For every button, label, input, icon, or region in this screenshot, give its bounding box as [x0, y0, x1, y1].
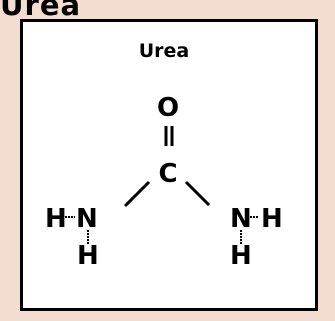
left-bottom-h-atom: H [77, 241, 99, 271]
left-c-n-bond [123, 180, 151, 208]
cut-off-heading-text: Urea [0, 0, 81, 20]
urea-structure-diagram: Urea O C H N H N H H [20, 19, 318, 311]
right-h-atom: H [261, 204, 283, 234]
right-c-n-bond [184, 180, 211, 207]
carbon-atom: C [158, 159, 177, 189]
right-nitrogen-atom: N [230, 204, 252, 234]
urea-structure-svg: Urea O C H N H N H H [45, 40, 283, 271]
cut-off-heading-label: Urea [0, 0, 82, 22]
left-h-atom: H [45, 204, 67, 234]
diagram-title: Urea [139, 40, 190, 62]
right-bottom-h-atom: H [230, 241, 252, 271]
oxygen-atom: O [157, 93, 179, 123]
left-nitrogen-atom: N [76, 204, 98, 234]
